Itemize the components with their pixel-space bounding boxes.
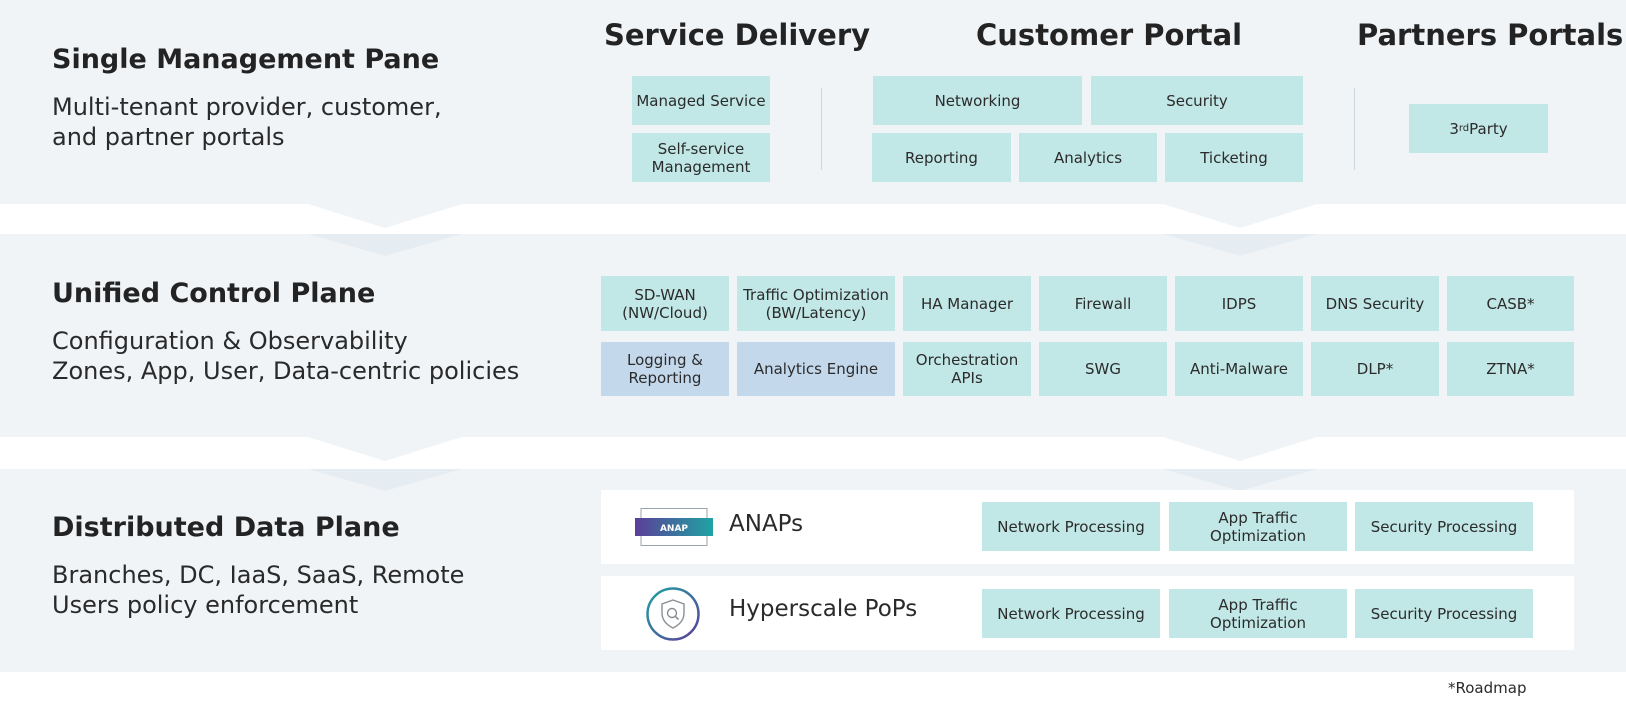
control-desc-line2: Zones, App, User, Data-centric policies bbox=[52, 357, 520, 385]
analytics-engine-box: Analytics Engine bbox=[737, 342, 895, 396]
swg-box: SWG bbox=[1039, 342, 1167, 396]
pops-app-traffic-optimization-box: App Traffic Optimization bbox=[1169, 589, 1347, 638]
orchestration-apis-box: Orchestration APIs bbox=[903, 342, 1031, 396]
anaps-security-processing-box: Security Processing bbox=[1355, 502, 1533, 551]
management-band bbox=[0, 0, 1626, 204]
control-band bbox=[0, 234, 1626, 437]
third-party-sup: rd bbox=[1458, 122, 1470, 134]
anaps-network-processing-box: Network Processing bbox=[982, 502, 1160, 551]
chevron-connector-top bbox=[308, 204, 1317, 256]
security-box: Security bbox=[1091, 76, 1303, 125]
pops-security-processing-box: Security Processing bbox=[1355, 589, 1533, 638]
shield-search-icon bbox=[646, 587, 700, 641]
anap-device-icon: ANAP bbox=[635, 508, 713, 546]
hyperscale-pops-label: Hyperscale PoPs bbox=[729, 596, 918, 622]
divider bbox=[1354, 88, 1355, 170]
anaps-app-traffic-optimization-box: App Traffic Optimization bbox=[1169, 502, 1347, 551]
traffic-optimization-box: Traffic Optimization (BW/Latency) bbox=[737, 276, 895, 331]
service-delivery-heading: Service Delivery bbox=[604, 18, 871, 52]
self-service-management-box: Self-service Management bbox=[632, 133, 770, 182]
third-party-suffix: Party bbox=[1469, 119, 1508, 138]
casb-box: CASB* bbox=[1447, 276, 1574, 331]
partners-portals-heading: Partners Portals bbox=[1357, 18, 1624, 52]
sdwan-box: SD-WAN (NW/Cloud) bbox=[601, 276, 729, 331]
ticketing-box: Ticketing bbox=[1165, 133, 1303, 182]
networking-box: Networking bbox=[873, 76, 1082, 125]
ha-manager-box: HA Manager bbox=[903, 276, 1031, 331]
dlp-box: DLP* bbox=[1311, 342, 1439, 396]
data-desc-line2: Users policy enforcement bbox=[52, 591, 359, 619]
idps-box: IDPS bbox=[1175, 276, 1303, 331]
third-party-prefix: 3 bbox=[1449, 119, 1459, 138]
pops-network-processing-box: Network Processing bbox=[982, 589, 1160, 638]
ztna-box: ZTNA* bbox=[1447, 342, 1574, 396]
management-title: Single Management Pane bbox=[52, 44, 440, 75]
chevron-connector-bottom bbox=[308, 437, 1317, 491]
reporting-box: Reporting bbox=[872, 133, 1011, 182]
dns-security-box: DNS Security bbox=[1311, 276, 1439, 331]
analytics-box: Analytics bbox=[1019, 133, 1157, 182]
management-desc-line2: and partner portals bbox=[52, 123, 285, 151]
data-title: Distributed Data Plane bbox=[52, 512, 400, 543]
managed-service-box: Managed Service bbox=[632, 76, 770, 125]
roadmap-footnote: *Roadmap bbox=[1448, 679, 1527, 697]
divider bbox=[821, 88, 822, 170]
management-desc-line1: Multi-tenant provider, customer, bbox=[52, 93, 442, 121]
firewall-box: Firewall bbox=[1039, 276, 1167, 331]
data-desc-line1: Branches, DC, IaaS, SaaS, Remote bbox=[52, 561, 465, 589]
control-title: Unified Control Plane bbox=[52, 278, 376, 309]
control-desc-line1: Configuration & Observability bbox=[52, 327, 408, 355]
anaps-label: ANAPs bbox=[729, 511, 804, 537]
anti-malware-box: Anti-Malware bbox=[1175, 342, 1303, 396]
anap-logo-text: ANAP bbox=[660, 524, 688, 534]
logging-reporting-box: Logging & Reporting bbox=[601, 342, 729, 396]
customer-portal-heading: Customer Portal bbox=[976, 18, 1243, 52]
